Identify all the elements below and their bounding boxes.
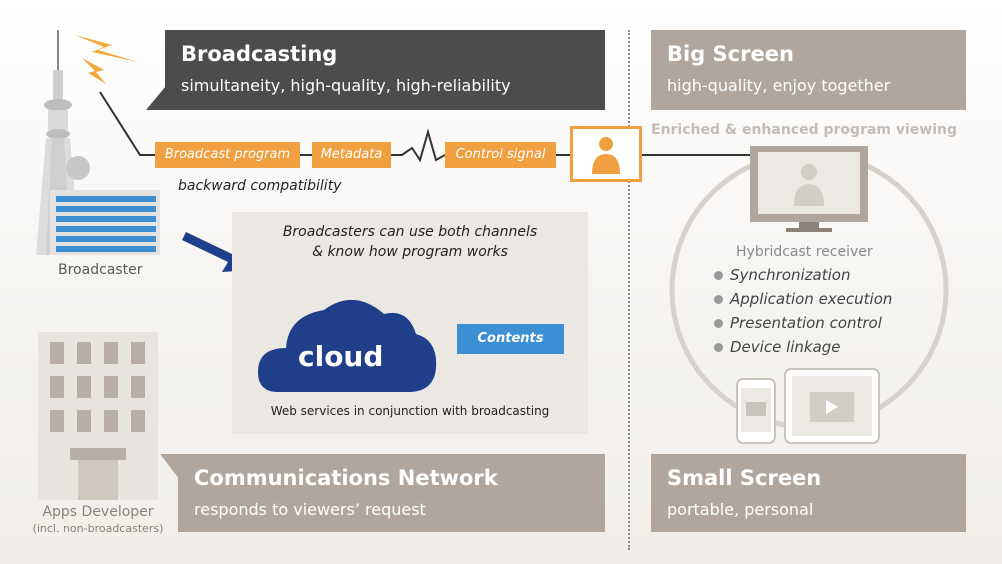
callout-tail [146,86,166,110]
big-screen-subtitle: high-quality, enjoy together [667,76,891,95]
big-screen-box: Big Screen high-quality, enjoy together [651,30,966,110]
communications-network-title: Communications Network [194,466,498,490]
broadcast-tower-icon [36,30,160,255]
program-viewer-icon [570,126,642,182]
feature-item: Synchronization [714,266,892,290]
small-screen-title: Small Screen [667,466,822,490]
feature-item: Application execution [714,290,892,314]
cloud-icon [258,299,437,392]
broadcasting-subtitle: simultaneity, high-quality, high-reliabi… [181,76,511,95]
metadata-tag: Metadata [312,142,391,168]
tv-icon [750,146,868,232]
cloud-label: cloud [298,340,384,373]
smartphone-icon [736,378,776,444]
tablet-icon [784,368,880,444]
bullet-icon [714,295,723,304]
cloud-panel-heading-2: & know how program works [312,244,508,260]
feature-item: Device linkage [714,338,892,362]
office-building-icon [38,332,158,500]
bullet-icon [714,271,723,280]
small-screen-subtitle: portable, personal [667,500,814,519]
bullet-icon [714,319,723,328]
feature-item: Presentation control [714,314,892,338]
communications-network-subtitle: responds to viewers’ request [194,500,426,519]
receiver-feature-list: Synchronization Application execution Pr… [714,266,892,362]
big-screen-title: Big Screen [667,42,794,66]
cloud-panel-footer: Web services in conjunction with broadca… [270,404,550,418]
bullet-icon [714,343,723,352]
small-screen-box: Small Screen portable, personal [651,454,966,532]
cloud-panel-heading-1: Broadcasters can use both channels [282,224,538,240]
cloud-panel: Broadcasters can use both channels & kno… [232,212,588,434]
lightning-icon [82,58,106,84]
broadcaster-label: Broadcaster [58,262,143,278]
section-divider [628,30,630,550]
enriched-caption: Enriched & enhanced program viewing [651,122,958,138]
contents-button[interactable]: Contents [457,324,564,354]
broadcasting-box: Broadcasting simultaneity, high-quality,… [165,30,605,110]
communications-network-box: Communications Network responds to viewe… [178,454,605,532]
broadcast-program-tag: Broadcast program [155,142,300,168]
apps-developer-sublabel: (incl. non-broadcasters) [32,522,164,535]
apps-developer-label: Apps Developer [42,504,154,520]
control-signal-tag: Control signal [445,142,556,168]
backward-compatibility-label: backward compatibility [178,178,342,194]
callout-tail [160,454,180,480]
receiver-title: Hybridcast receiver [736,244,873,260]
broadcasting-title: Broadcasting [181,42,338,66]
